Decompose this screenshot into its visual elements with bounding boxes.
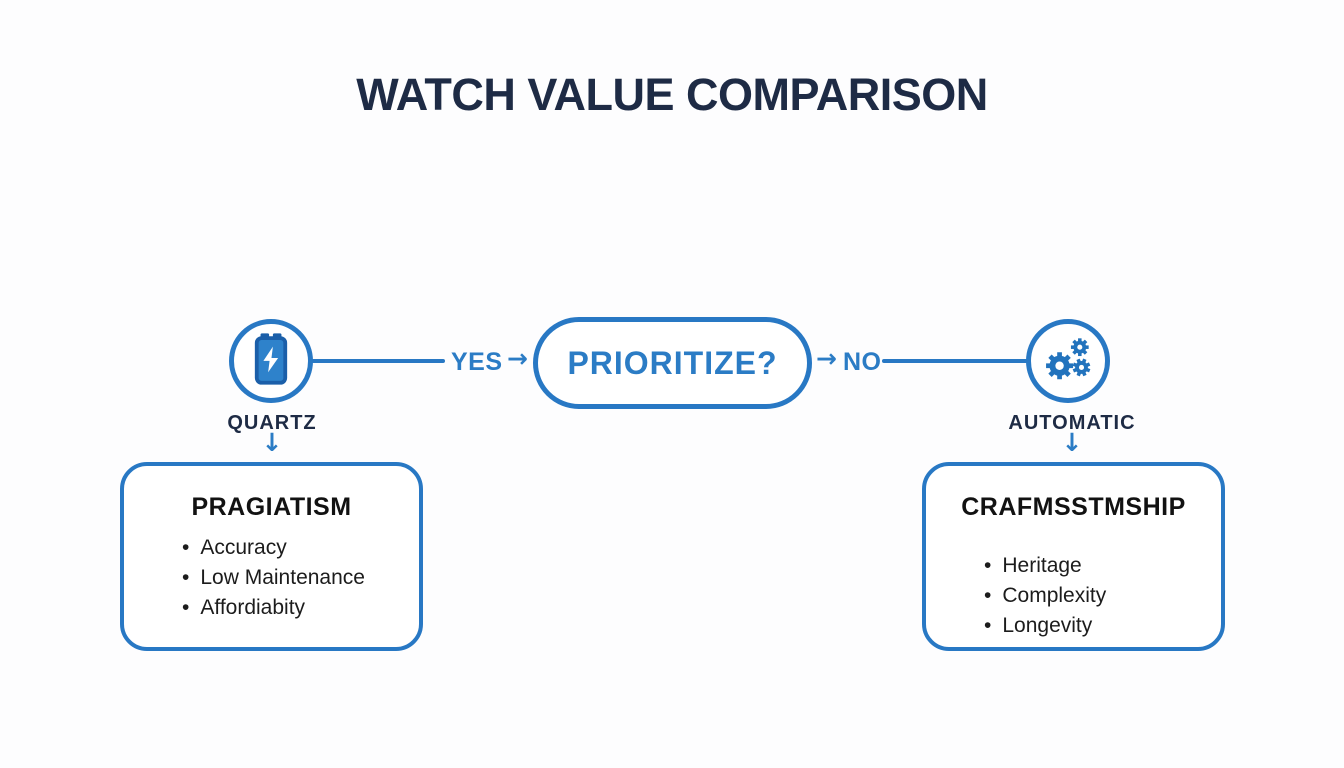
no-arrow-icon: → xyxy=(816,344,837,373)
bullet-list-left: Accuracy Low Maintenance Affordiabity xyxy=(124,533,419,623)
automatic-node xyxy=(1026,319,1110,403)
list-item: Affordiabity xyxy=(182,593,419,623)
box-title-left: PRAGIATISM xyxy=(191,493,352,521)
list-item: Heritage xyxy=(984,551,1221,581)
list-item: Longevity xyxy=(984,611,1221,641)
list-item: Accuracy xyxy=(182,533,419,563)
down-arrow-icon-left: ↓ xyxy=(261,428,283,457)
quartz-caption: QUARTZ xyxy=(227,412,317,434)
no-label: NO xyxy=(843,348,882,376)
yes-arrow-icon: → xyxy=(507,344,528,373)
down-arrow-icon-right: ↓ xyxy=(1061,428,1083,457)
box-title-right: CRAFMSSTMSHIP xyxy=(961,493,1186,521)
craftsmanship-box: CRAFMSSTMSHIP Heritage Complexity Longev… xyxy=(922,462,1225,651)
quartz-node xyxy=(229,319,313,403)
page-title: WATCH VALUE COMPARISON xyxy=(356,69,988,120)
yes-label: YES xyxy=(451,348,503,376)
gears-icon xyxy=(1041,332,1095,391)
automatic-caption: AUTOMATIC xyxy=(1008,412,1136,434)
pragmatism-box: PRAGIATISM Accuracy Low Maintenance Affo… xyxy=(120,462,423,651)
connector-line-right xyxy=(882,359,1028,363)
battery-icon xyxy=(252,332,290,390)
list-item: Low Maintenance xyxy=(182,563,419,593)
decision-label: PRIORITIZE? xyxy=(567,344,778,381)
connector-line-left xyxy=(311,359,445,363)
list-item: Complexity xyxy=(984,581,1221,611)
decision-pill: PRIORITIZE? xyxy=(533,317,812,409)
bullet-list-right: Heritage Complexity Longevity xyxy=(926,551,1221,641)
